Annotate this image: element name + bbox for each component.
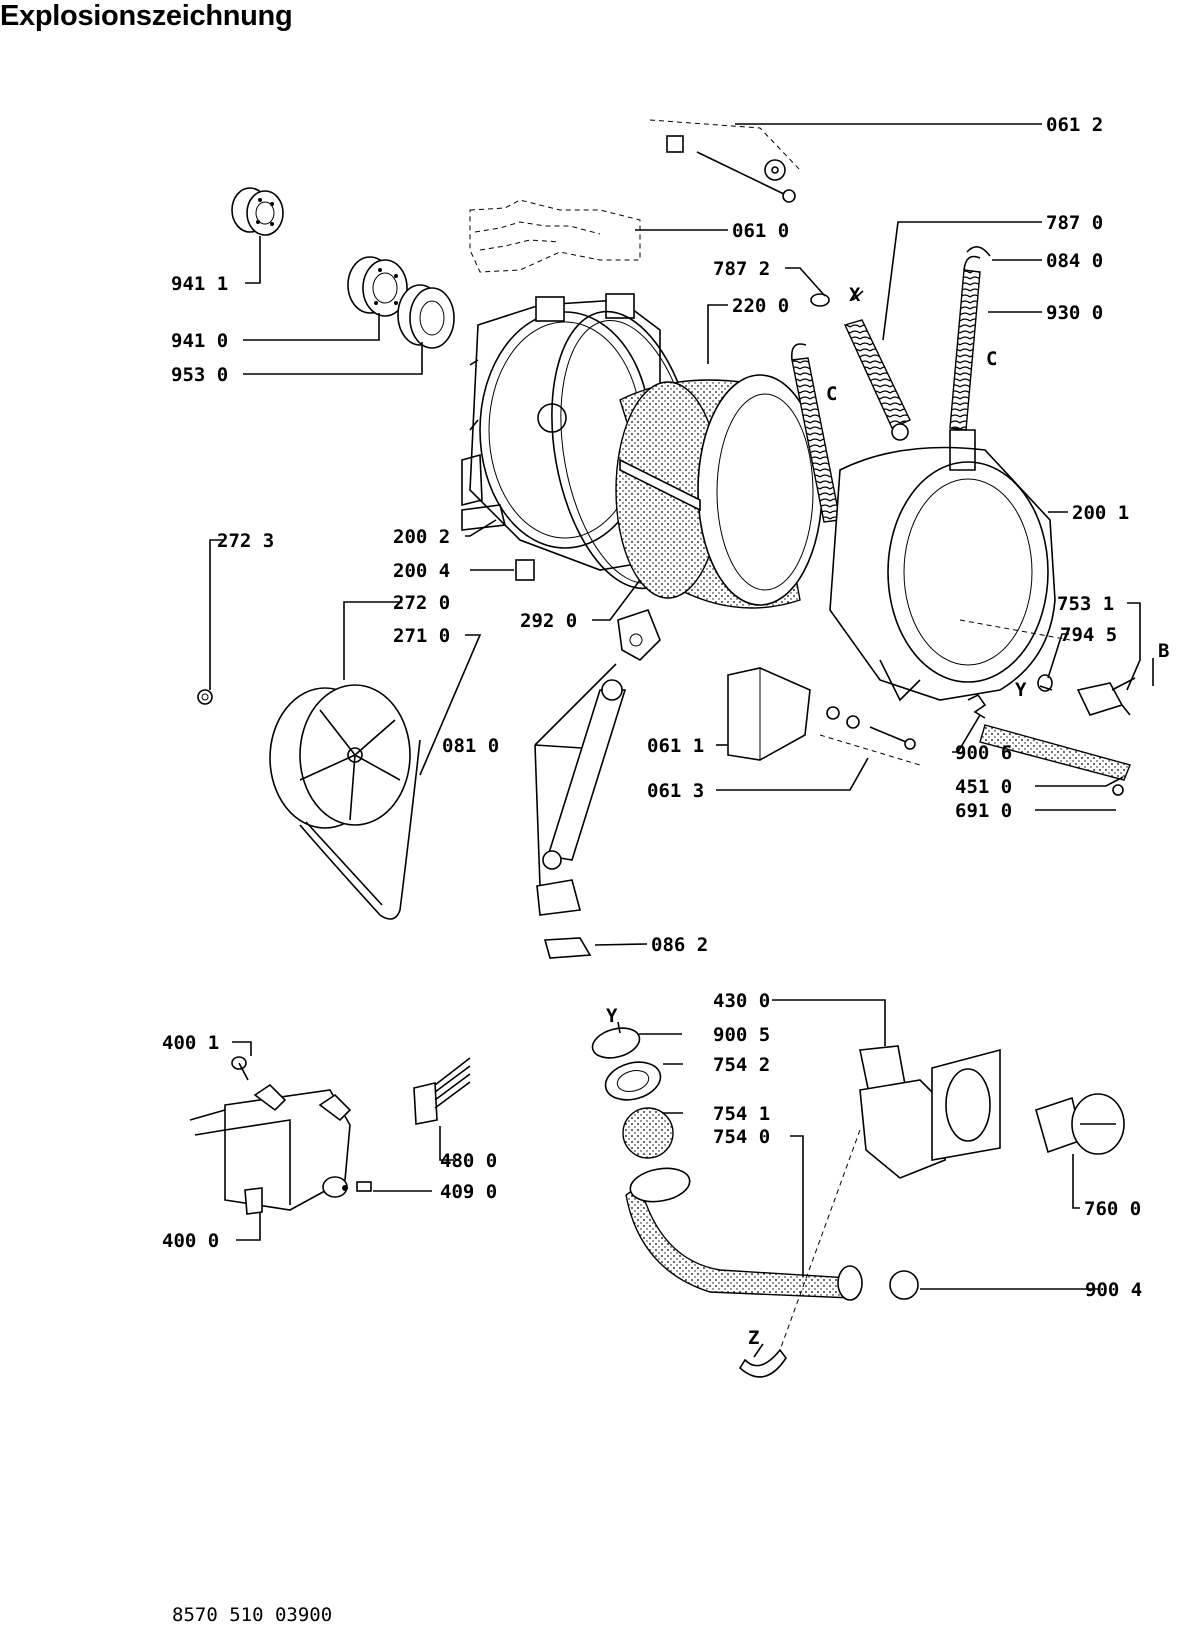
clip-900-6-part [967, 693, 987, 719]
label-760-0: 760 0 [1084, 1198, 1141, 1220]
label-787-0: 787 0 [1046, 212, 1103, 234]
page-title: Explosionszeichnung [0, 0, 293, 32]
label-941-1: 941 1 [171, 273, 228, 295]
pulley-nut-part [197, 689, 213, 705]
label-953-0: 953 0 [171, 364, 228, 386]
heater-element-part [979, 724, 1131, 796]
motor-part [189, 1083, 352, 1215]
carbon-brush-part [413, 1057, 471, 1125]
label-691-0: 691 0 [955, 800, 1012, 822]
screw-400-1-part [231, 1056, 249, 1081]
bearing-941-0-part [347, 256, 408, 317]
label-061-1: 061 1 [647, 735, 704, 757]
label-400-1: 400 1 [162, 1032, 219, 1054]
label-084-0: 084 0 [1046, 250, 1103, 272]
label-061-3: 061 3 [647, 780, 704, 802]
clip-086-2-part [543, 937, 592, 959]
marker-c-right: C [986, 348, 997, 370]
pump-filter-part [1035, 1093, 1125, 1155]
drum-part [615, 374, 823, 609]
shaft-seal-part [397, 284, 455, 349]
small-hose-z-part [738, 1348, 787, 1378]
assembly-axis-line [959, 619, 1071, 641]
label-754-1: 754 1 [713, 1103, 770, 1125]
label-787-2: 787 2 [713, 258, 770, 280]
label-794-5: 794 5 [1060, 624, 1117, 646]
label-900-5: 900 5 [713, 1024, 770, 1046]
bearing-941-1-part [231, 187, 284, 236]
label-480-0: 480 0 [440, 1150, 497, 1172]
label-271-0: 271 0 [393, 625, 450, 647]
part-labels: 061 2 061 0 787 0 787 2 084 0 220 0 930 … [162, 114, 1142, 1301]
thermostat-part [1076, 677, 1136, 716]
label-200-2: 200 2 [393, 526, 450, 548]
drain-pump-part [859, 1045, 1001, 1179]
label-900-4: 900 4 [1085, 1279, 1142, 1301]
top-counterweight-part [469, 199, 641, 273]
marker-y-seal: Y [606, 1005, 618, 1027]
leader-lines [209, 123, 1154, 1358]
marker-b: B [1158, 640, 1169, 662]
label-754-0: 754 0 [713, 1126, 770, 1148]
document-number: 8570 510 03900 [172, 1604, 333, 1626]
label-754-2: 754 2 [713, 1054, 770, 1076]
part-409-0 [356, 1181, 372, 1192]
drum-pulley-part [269, 684, 411, 829]
label-409-0: 409 0 [440, 1181, 497, 1203]
label-272-3: 272 3 [217, 530, 274, 552]
label-930-0: 930 0 [1046, 302, 1103, 324]
sump-hose-part [625, 1167, 863, 1301]
label-061-0: 061 0 [732, 220, 789, 242]
label-200-4: 200 4 [393, 560, 450, 582]
label-086-2: 086 2 [651, 934, 708, 956]
label-900-6: 900 6 [955, 742, 1012, 764]
drive-belt-part [299, 739, 421, 920]
marker-x: X [849, 284, 861, 306]
hose-930-0-part [949, 255, 981, 431]
sump-seal-group-part [591, 1027, 674, 1159]
marker-z: Z [748, 1327, 759, 1349]
washer-bolt-part [819, 706, 921, 766]
hose-clamp-900-4-part [889, 1270, 919, 1300]
marker-y-front-tub: Y [1015, 679, 1027, 701]
shock-absorber-part [536, 609, 661, 916]
label-081-0: 081 0 [442, 735, 499, 757]
pump-axis-line [779, 1129, 861, 1351]
label-200-1: 200 1 [1072, 502, 1129, 524]
label-753-1: 753 1 [1057, 593, 1114, 615]
bracket-200-4-part [515, 559, 535, 581]
front-tub-part [829, 429, 1056, 702]
label-941-0: 941 0 [171, 330, 228, 352]
label-220-0: 220 0 [732, 295, 789, 317]
label-061-2: 061 2 [1046, 114, 1103, 136]
bellows-hose-part [844, 319, 911, 441]
counterweight-rod-part [649, 119, 801, 203]
label-272-0: 272 0 [393, 592, 450, 614]
label-451-0: 451 0 [955, 776, 1012, 798]
label-400-0: 400 0 [162, 1230, 219, 1252]
label-430-0: 430 0 [713, 990, 770, 1012]
hose-clamp-787-2-part [810, 293, 830, 307]
front-counterweight-part [727, 667, 811, 761]
clip-084-0-part [966, 246, 991, 257]
rear-tub-part [461, 293, 661, 571]
label-292-0: 292 0 [520, 610, 577, 632]
callout-markers: X Y Y Z B C C [606, 284, 1169, 1349]
marker-c-left: C [826, 383, 837, 405]
